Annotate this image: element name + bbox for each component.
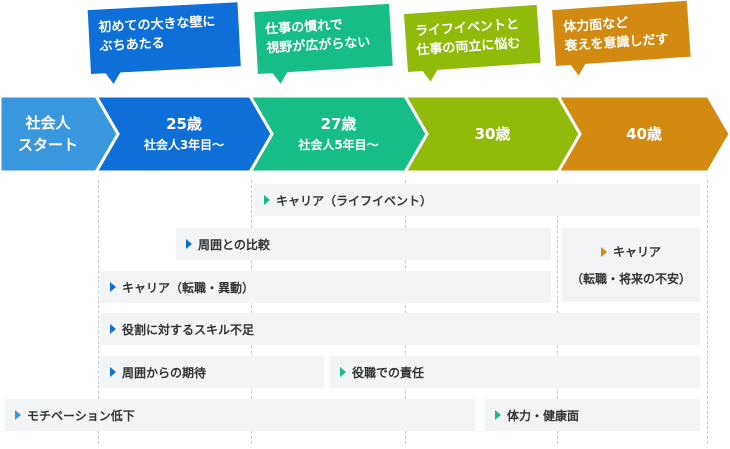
- issue-label: 周囲からの期待: [122, 365, 207, 380]
- issue-label: 周囲との比較: [198, 237, 270, 252]
- stage-label: 30歳: [427, 96, 558, 172]
- bullet-triangle-icon: [340, 367, 346, 377]
- stage-arrow: [0, 94, 120, 174]
- issue-bar: 周囲からの期待: [100, 356, 324, 388]
- callout-tail: [421, 68, 439, 82]
- callout-bubble: 仕事の慣れで視野が広がらない: [254, 3, 393, 85]
- callout-bubble: 初めての大きな壁にぶちあたる: [87, 2, 241, 85]
- callout-bubble: ライフイベントと仕事の両立に悩む: [403, 4, 541, 82]
- stage-label: 27歳社会人5年目〜: [272, 96, 405, 172]
- issue-bar: キャリア（ライフイベント）: [254, 184, 700, 216]
- stage-label: 25歳社会人3年目〜: [118, 96, 250, 172]
- timeline-divider: [98, 180, 99, 444]
- issue-bar: 役割に対するスキル不足: [100, 313, 700, 345]
- issue-label-detail: （転職・将来の不安）: [570, 272, 691, 286]
- issue-bar: キャリア（転職・異動）: [100, 271, 551, 303]
- stage-subtitle: スタート: [17, 136, 78, 154]
- bullet-triangle-icon: [110, 324, 116, 334]
- issue-label: キャリア: [612, 245, 661, 259]
- issue-label: 役割に対するスキル不足: [122, 322, 255, 337]
- callout-tail: [569, 62, 587, 76]
- timeline-divider: [251, 180, 252, 444]
- bullet-triangle-icon: [110, 367, 116, 377]
- stage-title: 40歳: [626, 125, 662, 143]
- issue-label: 役職での責任: [352, 365, 425, 380]
- timeline-divider: [405, 180, 406, 444]
- stage-title: 27歳: [320, 115, 357, 133]
- timeline-divider: [557, 180, 558, 444]
- bullet-triangle-icon: [15, 410, 21, 420]
- issue-bar: モチベーション低下: [5, 399, 475, 431]
- bullet-triangle-icon: [600, 246, 607, 257]
- issue-bar: 体力・健康面: [485, 399, 700, 431]
- stage-subtitle: 社会人5年目〜: [298, 138, 379, 152]
- bullet-triangle-icon: [264, 195, 270, 205]
- callout-bubble: 体力面など衰えを意識しだす: [552, 0, 691, 76]
- callout-tail: [271, 71, 289, 85]
- issue-bar: キャリア （転職・将来の不安）: [562, 228, 700, 302]
- stage-title: 25歳: [166, 115, 202, 133]
- bullet-triangle-icon: [110, 282, 116, 292]
- stage-subtitle: 社会人3年目〜: [143, 138, 225, 152]
- bullet-triangle-icon: [495, 410, 501, 420]
- issue-bar: 周囲との比較: [176, 228, 551, 260]
- stage-title: 社会人: [25, 114, 71, 132]
- issue-bar: 役職での責任: [330, 356, 700, 388]
- issue-label: キャリア（転職・異動）: [122, 280, 255, 295]
- stage-title: 30歳: [474, 125, 511, 143]
- callout-tail: [104, 71, 122, 85]
- bullet-triangle-icon: [186, 239, 192, 249]
- issue-label: モチベーション低下: [27, 408, 135, 423]
- stage-label: 40歳: [580, 96, 708, 172]
- issue-label: 体力・健康面: [507, 408, 580, 423]
- timeline-divider: [707, 180, 708, 444]
- stage-label: 社会人スタート: [0, 96, 96, 172]
- issue-label: キャリア（ライフイベント）: [276, 193, 433, 208]
